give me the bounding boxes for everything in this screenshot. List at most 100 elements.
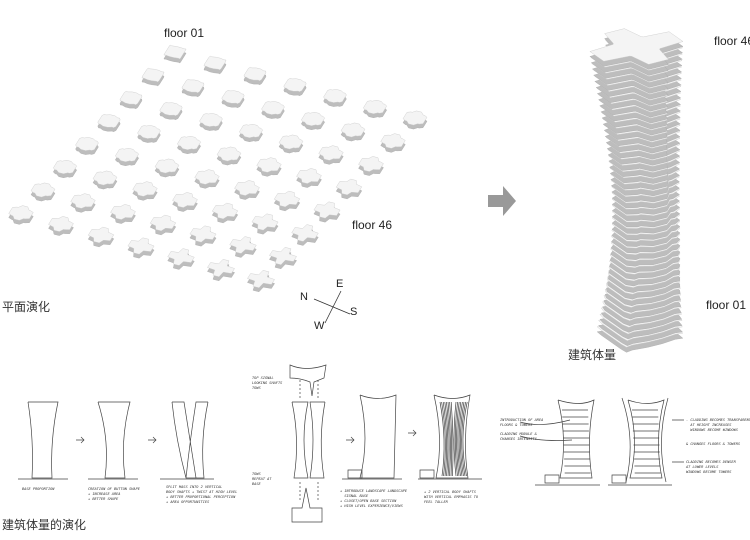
floor-plate [358,156,384,172]
floor-plate [115,147,139,163]
floor-plate [207,259,235,278]
ground-line [608,474,672,486]
sketch-hatching [449,401,466,477]
sketch-hatching [446,401,463,477]
tower-caption: 建筑体量 [568,348,617,362]
floor-plate [159,102,183,116]
floor-plate [8,205,34,221]
floor-plate [154,158,180,174]
right-arrow-icon [488,186,516,216]
floor-plate [261,101,285,115]
floor-plate [203,55,227,71]
floor-plate [380,133,406,149]
sketch-note: BASE PROPORTION [22,487,55,491]
sketch-note: + INTRODUCE LANDSCAPE LANDSCAPE SIGNAL B… [340,489,408,508]
floor-plate [92,170,118,186]
floor-plate [132,181,158,197]
floor-plate [234,180,260,196]
floor-plate [278,134,304,150]
sketch-note: + 2 VERTICAL BODY SHAFTS WITH VERTICAL E… [424,490,479,504]
sketch-note: CLADDING MODULE & CHANGES INTENSITY [500,432,537,441]
sketch-twin-shafts [291,401,326,479]
floor-plate [119,90,143,106]
sketch-note: SPLIT MASS INTO 2 VERTICAL BODY SHAFTS +… [166,485,238,504]
sketch-hatching [450,401,468,477]
floor-plate [251,213,279,231]
compass-w: W [314,320,325,332]
sketch-note: & CHANGES FLOORS & TOWERS [686,442,741,446]
compass-e: E [336,278,344,290]
floor-plate [53,159,77,175]
floor-plate [247,270,275,289]
sketch-hatching [442,401,460,477]
sketch-base-proportion [27,401,59,479]
arrow-sketch [346,429,417,444]
floor-plate [313,201,341,219]
floor-plate [149,214,177,232]
sketch-note: INTRODUCTION OF AREA FLOORS & TOWERS [500,418,544,427]
compass-line [324,290,342,324]
tower-floor-46-label: floor 46 [714,34,750,48]
sketch-top-signal [289,364,327,397]
floor-plate [48,216,74,232]
floor-plate [172,192,198,208]
floor-plate [340,122,366,138]
floor-plate [70,193,96,209]
plan-caption: 平面演化 [2,300,51,314]
floor-plate [163,44,187,60]
floor-plate [177,135,201,151]
floor-plate [335,178,363,196]
floor-plate [291,224,319,242]
floor-plate [323,89,347,103]
sketch-note: TOP SIGNAL LOOKING SHAFTS TOWS [252,376,283,390]
floor-plate [211,202,239,220]
floor-plate [296,168,322,184]
ground-line [418,469,482,480]
ground-line [535,474,600,486]
sketch-hatching [447,401,465,477]
floor-plate [194,169,220,185]
floor-plate [402,110,428,126]
floor-plate [199,113,223,127]
tower-floor-01-label: floor 01 [706,298,747,312]
floor-plate [137,125,161,139]
compass-line [313,298,351,315]
floor-plate [283,78,307,92]
floor-plate [221,90,245,104]
floor-plate [243,66,267,82]
floor-plate [141,67,165,83]
floor-plate [301,111,325,127]
tower-floor-plate [589,28,684,65]
sketch-note: CLADDING BECOMES DENSER AT LOWER LEVELS … [686,460,736,474]
sketch-base-repeat [291,487,323,523]
sketch-note: CREATION OF BUTTON SHAPE + INCREASE AREA… [88,487,140,501]
floor-plate [318,145,344,161]
floor-plate [256,157,282,173]
floor-plate [167,248,195,266]
leader-line [519,419,684,463]
sketch-landscape [359,394,397,479]
sketch-vertical-shafts [433,394,471,479]
floor-plate [229,236,257,254]
sketch-transparent-tower [621,397,669,483]
sketch-hatching [444,401,462,477]
sketch-split-mass [171,401,209,479]
floor-plate [181,78,205,94]
arrow-sketch [76,436,157,444]
floor-plate [269,247,297,266]
floor-plate [75,137,99,151]
sketch-hatching [439,401,457,477]
ground-line [342,469,402,480]
sketch-hatching [441,401,458,477]
dashed-guide [299,380,319,502]
floor-plate [273,190,301,208]
sketch-note: TOWS REPEAT AT BASE [252,472,272,486]
compass-n: N [300,291,308,303]
sketch-cladding-tower [557,399,595,479]
floor-plate [30,182,56,198]
floor-plate [127,237,155,255]
floor-plate [189,225,217,243]
